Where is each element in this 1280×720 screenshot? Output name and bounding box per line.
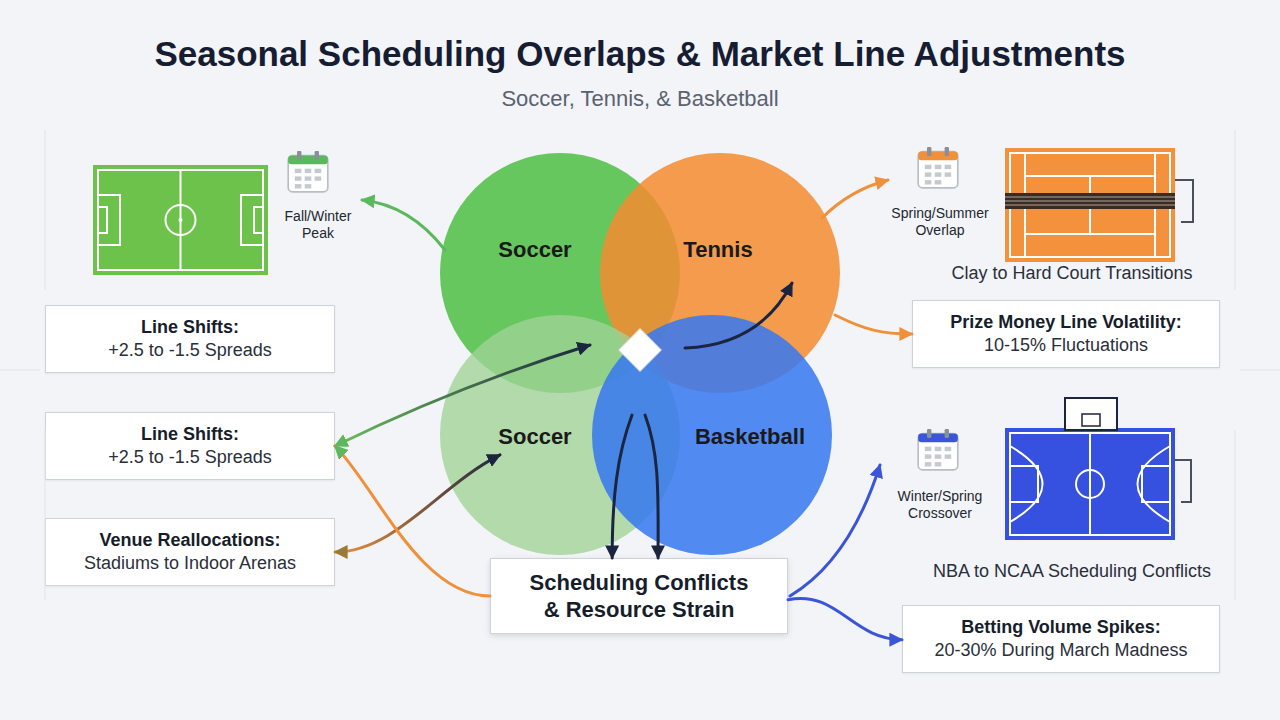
subtitle: Soccer, Tennis, & Basketball (320, 86, 960, 112)
leader-arrow (685, 283, 792, 348)
calendar-icon (288, 151, 328, 192)
connector-arrow (612, 415, 632, 558)
calendar-icon (918, 429, 958, 470)
diagram-title: Seasonal Scheduling Overlaps & Market Li… (0, 34, 1280, 74)
connector-arrow (645, 415, 658, 558)
box-heading: Line Shifts: (141, 316, 239, 339)
circle-label: Soccer (498, 237, 571, 263)
venn-circle: Basketball (592, 315, 832, 555)
box-heading: Venue Reallocations: (99, 529, 280, 552)
box-heading: Betting Volume Spikes: (961, 616, 1161, 639)
box-heading: Scheduling Conflicts & Resource Strain (525, 569, 753, 624)
basketball-hoop (1065, 398, 1117, 430)
connector-arrow (835, 315, 912, 334)
season-label: Spring/Summer Overlap (882, 205, 998, 239)
tennis-court (1005, 148, 1193, 262)
circle-label: Basketball (695, 424, 805, 450)
connector-arrow (788, 598, 902, 639)
info-box: Prize Money Line Volatility:10-15% Fluct… (912, 300, 1220, 368)
leader-arrow (335, 345, 590, 446)
leader-arrow (362, 200, 445, 250)
box-body: 20-30% During March Madness (934, 639, 1187, 662)
box-body: +2.5 to -1.5 Spreads (108, 446, 272, 469)
circle-label: Soccer (498, 424, 571, 450)
conflict-note: NBA to NCAA Scheduling Conflicts (897, 561, 1247, 583)
leader-arrow (822, 180, 888, 218)
season-label: Fall/Winter Peak (272, 208, 364, 242)
box-heading: Line Shifts: (141, 423, 239, 446)
season-label: Winter/Spring Crossover (884, 488, 996, 522)
leader-arrow (790, 465, 880, 596)
center-diamond (619, 329, 661, 371)
background-grid (0, 130, 1280, 600)
info-box: Line Shifts:+2.5 to -1.5 Spreads (45, 412, 335, 480)
box-body: Stadiums to Indoor Arenas (84, 552, 296, 575)
connector-arrow (335, 446, 490, 596)
box-body: 10-15% Fluctuations (984, 334, 1148, 357)
transition-note: Clay to Hard Court Transitions (907, 263, 1237, 285)
info-box: Betting Volume Spikes:20-30% During Marc… (902, 605, 1220, 673)
soccer-field (93, 165, 268, 275)
box-heading: Prize Money Line Volatility: (950, 311, 1182, 334)
calendar-icon (918, 147, 958, 188)
basketball-court (1005, 428, 1191, 540)
connector-layer (335, 315, 912, 640)
box-body: +2.5 to -1.5 Spreads (108, 339, 272, 362)
circle-label: Tennis (683, 237, 752, 263)
connector-arrow (335, 455, 500, 552)
info-box: Venue Reallocations:Stadiums to Indoor A… (45, 518, 335, 586)
summary-box: Scheduling Conflicts & Resource Strain (490, 558, 788, 634)
info-box: Line Shifts:+2.5 to -1.5 Spreads (45, 305, 335, 373)
